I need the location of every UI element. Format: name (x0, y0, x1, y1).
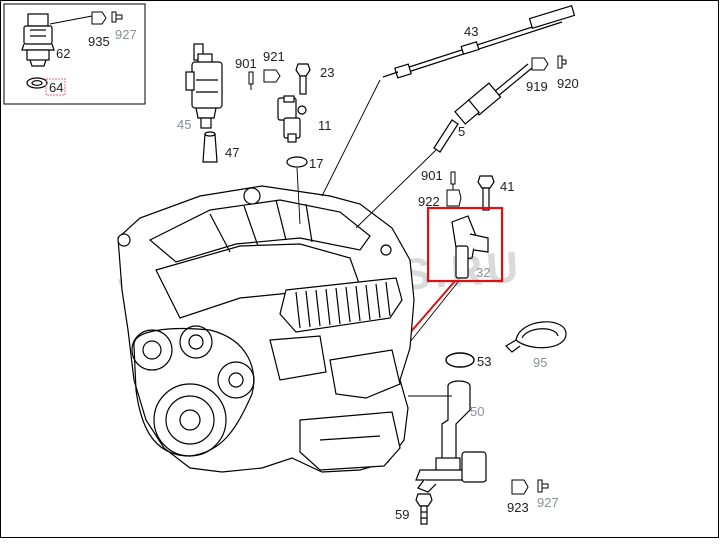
callout-41: 41 (500, 179, 514, 194)
bolt-41-icon (477, 175, 495, 211)
callout-47: 47 (225, 145, 239, 160)
callout-11: 11 (318, 118, 332, 133)
callout-920: 920 (557, 76, 579, 91)
pin-927b-icon (537, 479, 549, 493)
callout-922: 922 (418, 194, 440, 209)
pin-901b-icon (450, 171, 456, 190)
callout-43: 43 (464, 24, 478, 39)
callout-labels: 62 935 927 64 45 47 901 921 23 11 17 43 … (45, 24, 579, 522)
callout-95: 95 (533, 355, 547, 370)
connector-923-icon (511, 479, 529, 495)
pin-920-icon (557, 55, 567, 69)
leader-lines (296, 79, 459, 397)
callout-64: 64 (49, 80, 63, 95)
bolt-59-icon (415, 493, 433, 525)
callout-17: 17 (309, 156, 323, 171)
callout-919: 919 (526, 79, 548, 94)
ring-53-icon (445, 352, 475, 368)
connector-922-icon (446, 189, 462, 207)
callout-53: 53 (477, 354, 491, 369)
clamp-95-icon (505, 321, 567, 353)
callout-23: 23 (320, 65, 334, 80)
callout-62: 62 (56, 46, 70, 61)
callout-921: 921 (263, 49, 285, 64)
connector-919-icon (531, 57, 549, 71)
valve-45-icon (185, 43, 223, 129)
plug-47-icon (202, 131, 218, 163)
sensor-11-icon (277, 95, 307, 143)
inset-frame (3, 3, 146, 105)
connector-935-icon (49, 11, 107, 25)
callout-5: 5 (458, 124, 465, 139)
pressure-sensor-icon (21, 13, 55, 67)
engine-block-icon (117, 185, 415, 473)
callout-923: 923 (507, 500, 529, 515)
callout-59: 59 (395, 507, 409, 522)
callout-935: 935 (88, 34, 110, 49)
callout-64-box (45, 78, 66, 96)
connector-921-icon (263, 69, 281, 83)
callout-901: 901 (235, 56, 257, 71)
glow-plug-5-icon (433, 63, 533, 153)
sensor-43-icon (382, 5, 576, 79)
callout-45: 45 (177, 117, 191, 132)
sensor-32-icon (451, 215, 489, 279)
callout-901b: 901 (421, 168, 443, 183)
bolt-23-icon (295, 63, 311, 95)
ring-17-icon (286, 156, 308, 168)
sensor-50-icon (415, 380, 488, 493)
callout-927: 927 (115, 27, 137, 42)
highlight-box (426, 206, 504, 283)
callout-32: 32 (476, 265, 490, 280)
callout-50: 50 (470, 404, 484, 419)
pin-901a-icon (248, 71, 254, 90)
pin-927-icon (111, 11, 123, 23)
washer-64-icon (26, 77, 48, 89)
callout-927b: 927 (537, 495, 559, 510)
